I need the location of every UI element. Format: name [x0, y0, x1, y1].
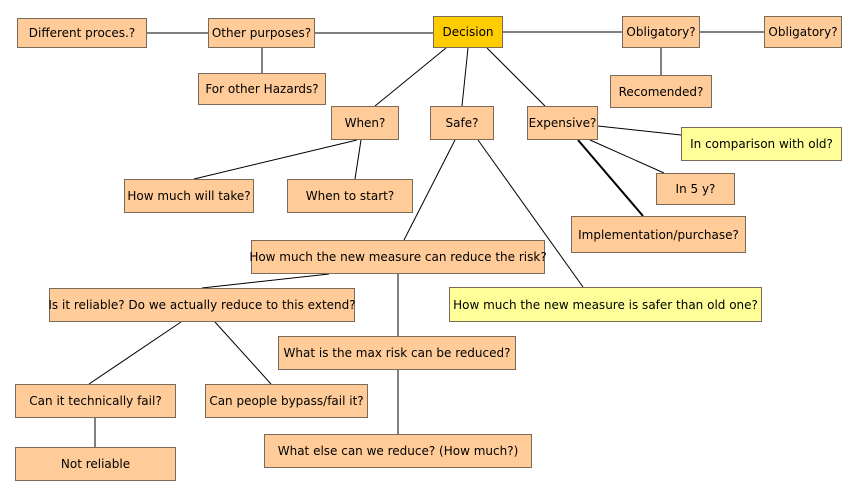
node-other-hazards[interactable]: For other Hazards?: [198, 73, 326, 105]
edge-expensive-to-comparison-old: [597, 125, 682, 136]
node-how-much-will-take[interactable]: How much will take?: [124, 179, 254, 213]
edge-decision-to-safe: [461, 47, 469, 107]
node-other-purposes[interactable]: Other purposes?: [208, 18, 315, 48]
node-recomended[interactable]: Recomended?: [610, 75, 712, 108]
node-obligatory-2[interactable]: Obligatory?: [764, 16, 842, 48]
edge-safe-to-safer-than-old: [477, 139, 584, 288]
edge-decision-to-when: [374, 47, 447, 107]
node-obligatory-1[interactable]: Obligatory?: [622, 16, 700, 48]
edge-reliable-to-technically-fail: [88, 321, 182, 385]
edge-expensive-to-in-5y: [589, 139, 665, 174]
node-in-comparison-with-old[interactable]: In comparison with old?: [681, 127, 842, 161]
node-max-risk-reduced[interactable]: What is the max risk can be reduced?: [278, 336, 516, 370]
edge-reliable-to-people-bypass: [214, 321, 272, 385]
node-implementation-purchase[interactable]: Implementation/purchase?: [571, 216, 746, 253]
node-when[interactable]: When?: [331, 106, 399, 140]
node-technically-fail[interactable]: Can it technically fail?: [15, 384, 176, 418]
edge-decision-to-expensive: [486, 47, 546, 107]
edge-when-to-when-start: [354, 139, 362, 180]
node-people-bypass[interactable]: Can people bypass/fail it?: [205, 384, 368, 418]
edge-expensive-to-implementation: [577, 139, 644, 217]
node-safe[interactable]: Safe?: [430, 106, 494, 140]
node-is-it-reliable[interactable]: Is it reliable? Do we actually reduce to…: [48, 288, 356, 322]
node-in-5-years[interactable]: In 5 y?: [656, 173, 735, 205]
node-not-reliable[interactable]: Not reliable: [15, 447, 176, 481]
node-when-to-start[interactable]: When to start?: [287, 179, 413, 213]
edge-safe-to-reduce-risk: [403, 139, 456, 241]
node-expensive[interactable]: Expensive?: [527, 106, 598, 140]
node-safer-than-old[interactable]: How much the new measure is safer than o…: [449, 287, 762, 322]
edge-when-to-how-much-take: [193, 139, 358, 180]
edge-reduce-risk-to-reliable: [201, 273, 330, 289]
node-what-else-reduce[interactable]: What else can we reduce? (How much?): [264, 434, 532, 468]
node-different-process[interactable]: Different proces.?: [17, 18, 147, 48]
node-reduce-risk[interactable]: How much the new measure can reduce the …: [249, 240, 547, 274]
node-decision[interactable]: Decision: [433, 16, 503, 48]
